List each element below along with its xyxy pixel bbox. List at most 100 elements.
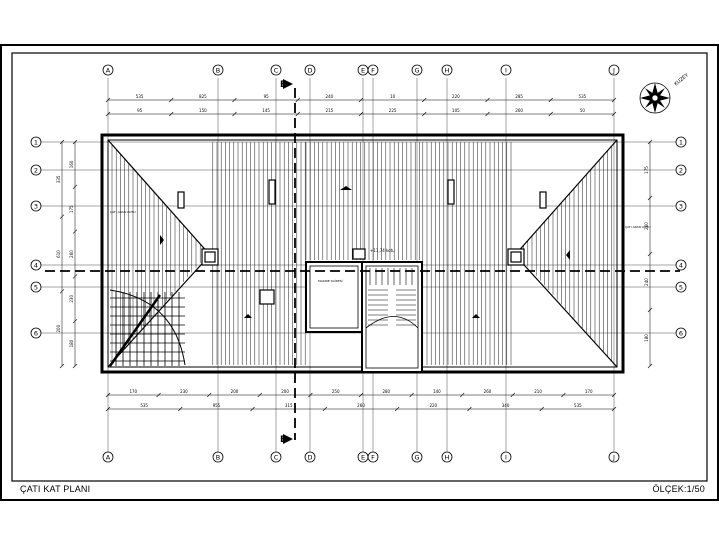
dim-top-2-tick [105,111,111,117]
dim-left-1-tick [72,318,78,324]
dim-bottom-2-label: 260 [357,403,365,408]
dim-bottom-1-label: 200 [281,389,289,394]
dim-left-1-label: 230 [69,295,74,303]
dim-bottom-2-tick [539,406,544,412]
dim-top-2-tick [422,111,427,117]
grid-bubble-col [270,451,282,463]
dim-left-2-label: 200 [56,324,61,332]
grid-label-row: 2 [679,167,683,175]
dim-right-1-label: 240 [644,278,649,286]
grid-label-col: F [371,67,375,75]
dim-top-1-label: 285 [515,94,523,99]
dim-bottom-1-label: 140 [433,389,441,394]
dim-top-1-label: 825 [199,94,207,99]
dim-top-1-tick [295,97,300,103]
section-marker-top: B [280,80,287,90]
dim-bottom-2-tick [394,406,400,412]
dim-bottom-1-tick [308,392,313,398]
grid-label-col: J [612,67,615,75]
dim-left-1-tick [72,363,78,369]
dim-left-2-label: 610 [56,250,61,258]
chimneys [177,179,547,305]
dim-bottom-1-tick [358,392,364,398]
grid-label-col: H [445,67,450,75]
dim-bottom-1-label: 280 [382,389,390,394]
grid-bubble-col [367,451,379,463]
dim-top-2-tick [169,111,174,117]
dim-bottom-2-label: 955 [213,403,221,408]
grid-label-col: B [216,67,220,75]
grid-bubble-col [102,451,114,463]
dim-bottom-2-tick [611,406,617,412]
grid-label-col: E [361,67,365,75]
dim-bottom-2-tick [105,406,111,412]
grid-bubble-row [30,136,42,148]
dim-left-1-tick [72,184,78,190]
north-arrow [639,82,671,114]
grid-label-row: 6 [679,330,683,338]
grid-label-col: E [361,454,365,462]
grid-bubble-col [441,64,453,76]
dim-top-2-label: 150 [199,108,207,113]
dim-bottom-1-tick [206,392,212,398]
grid-bubble-row [30,281,42,293]
dim-left-1-tick [72,274,78,279]
grid-bubble-row [30,200,42,212]
dim-bottom-1-label: 210 [534,389,542,394]
grid-bubble-col [304,64,316,76]
grid-label-col: I [505,454,507,462]
dim-top-1-tick [105,97,111,103]
dim-left-1-label: 160 [69,160,74,168]
dim-top-1-tick [611,97,617,103]
grid-bubble-row [675,327,687,339]
stair-level-note: +11,74 kotu [370,248,395,253]
grid-label-col: C [274,67,279,75]
dim-top-2-tick [485,111,490,117]
dim-top-1-label: 535 [136,94,144,99]
dim-bottom-2-label: 535 [574,403,582,408]
grid-label-col: A [106,67,111,75]
grid-label-col: H [445,454,450,462]
dim-left-1-tick [72,139,78,145]
dim-right-1-tick [647,307,653,313]
grid-label-row: 4 [34,262,38,270]
dim-bottom-1-tick [105,392,111,398]
grid-label-row: 6 [34,330,38,338]
dim-bottom-1-label: 170 [129,389,137,394]
dim-bottom-2-label: 535 [140,403,148,408]
grid-label-row: 4 [679,262,683,270]
grid-bubble-col [411,451,423,463]
dim-left-1-label: 175 [69,205,74,213]
grid-label-col: C [274,454,279,462]
room-label: MAKINE DAİRESİ [318,278,343,283]
stair-arc [365,316,419,329]
grid-label-col: G [414,67,419,75]
section-line: B B [280,79,296,445]
dim-top-2-tick [295,111,300,117]
left-stair-structure [108,289,186,367]
section-marker-bottom: B [280,435,287,445]
dim-bottom-1-tick [257,392,263,398]
dim-bottom-2-label: 315 [285,403,293,408]
grid-bubble-col [500,451,512,463]
dim-top-1-tick [358,97,364,103]
grid-label-col: F [371,454,375,462]
grid-bubble-row [30,164,42,176]
dim-bottom-2-tick [467,406,472,412]
dim-top-1-tick [485,97,490,103]
dim-top-1-tick [169,97,174,103]
grid-label-row: 3 [34,203,38,211]
dim-top-2-label: 225 [389,108,397,113]
dim-bottom-1-tick [611,392,617,398]
grid-bubble-row [675,259,687,271]
dim-bottom-1-label: 200 [231,389,239,394]
grid-label-row: 3 [679,203,683,211]
dim-top-2-label: 215 [326,108,334,113]
drawing-scale: ÖLÇEK:1/50 [652,484,705,494]
grid-bubble-row [675,136,687,148]
grid-label-row: 1 [679,139,683,147]
dim-bottom-1-tick [561,392,566,398]
slope-arrows [160,186,570,318]
